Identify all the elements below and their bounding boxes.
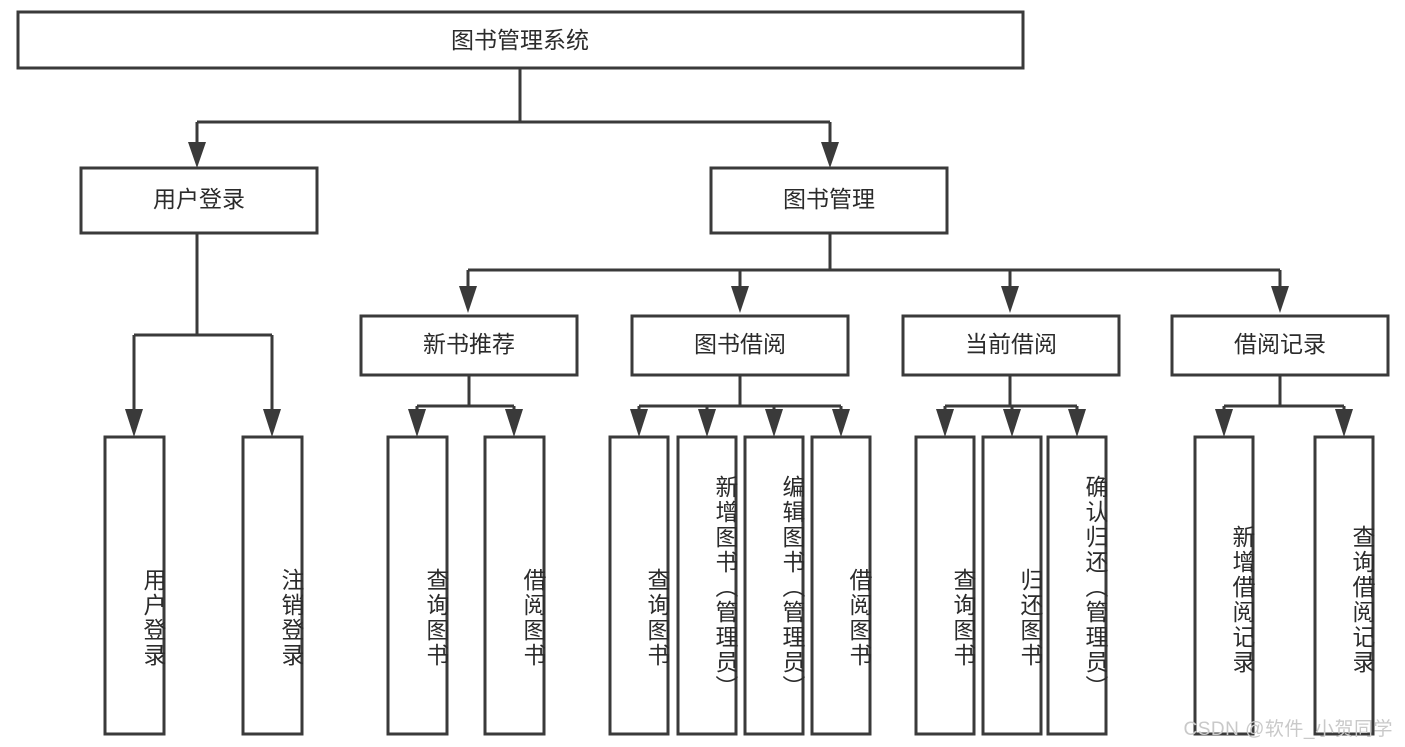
node-new-book-recommend[interactable]: 新书推荐 <box>359 314 579 377</box>
connector-userlogin-to-leaves <box>125 233 281 437</box>
leaf-box-return-book[interactable] <box>981 435 1043 736</box>
connector-newbook-to-leaves <box>408 375 523 437</box>
csdn-watermark: CSDN @软件_小贺同学 <box>1183 719 1393 740</box>
node-current-borrow-label: 当前借阅 <box>965 331 1057 357</box>
node-book-management-label: 图书管理 <box>783 186 875 212</box>
leaf-box-add-record[interactable] <box>1193 435 1255 736</box>
connector-currentborrow-to-leaves <box>936 375 1086 437</box>
connector-root-to-level2 <box>188 68 839 168</box>
node-new-book-recommend-label: 新书推荐 <box>423 331 515 357</box>
connector-bookborrow-to-leaves <box>630 375 850 437</box>
connector-bookmgmt-to-level3 <box>459 233 1289 313</box>
node-user-login[interactable]: 用户登录 <box>79 166 319 235</box>
leaf-box-borrow-book-2[interactable] <box>810 435 872 736</box>
node-current-borrow[interactable]: 当前借阅 <box>901 314 1121 377</box>
node-borrow-record[interactable]: 借阅记录 <box>1170 314 1390 377</box>
leaf-box-query-book-1[interactable] <box>386 435 449 736</box>
leaf-box-user-login[interactable] <box>103 435 166 736</box>
node-book-borrow-label: 图书借阅 <box>694 331 786 357</box>
leaf-box-logout-login[interactable] <box>241 435 304 736</box>
node-root-label: 图书管理系统 <box>451 27 589 53</box>
leaf-box-query-book-2[interactable] <box>608 435 670 736</box>
node-book-borrow[interactable]: 图书借阅 <box>630 314 850 377</box>
leaf-box-add-book[interactable] <box>676 435 738 736</box>
leaf-box-query-book-3[interactable] <box>914 435 976 736</box>
leaf-box-borrow-book-1[interactable] <box>483 435 546 736</box>
node-root-book-management-system[interactable]: 图书管理系统 <box>16 10 1025 70</box>
leaf-box-edit-book[interactable] <box>743 435 805 736</box>
node-borrow-record-label: 借阅记录 <box>1234 331 1326 357</box>
leaf-box-query-record[interactable] <box>1313 435 1375 736</box>
node-user-login-label: 用户登录 <box>153 186 245 212</box>
leaf-box-confirm-return[interactable] <box>1046 435 1108 736</box>
connector-borrowrecord-to-leaves <box>1215 375 1353 437</box>
leaf-boxes <box>103 435 1375 736</box>
node-book-management[interactable]: 图书管理 <box>709 166 949 235</box>
